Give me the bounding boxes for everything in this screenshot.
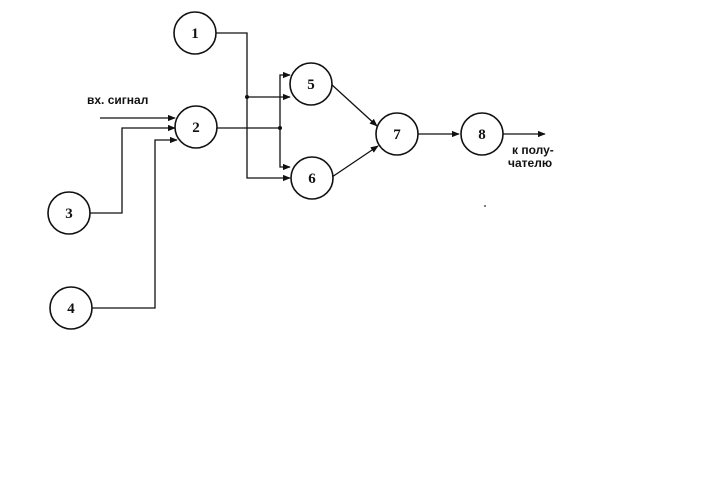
edge-5-to-7 [330, 83, 378, 127]
junction-dot [278, 126, 282, 130]
node-1-label: 1 [191, 26, 199, 42]
edge-3-to-2 [90, 124, 176, 214]
node-6: 6 [290, 156, 334, 200]
node-5: 5 [289, 62, 333, 106]
junctions [245, 95, 282, 130]
node-7-label: 7 [393, 127, 401, 143]
edge-1-to-5 [216, 32, 291, 101]
node-5-label: 5 [307, 77, 315, 93]
connections [90, 32, 546, 309]
node-4-label: 4 [67, 301, 75, 317]
node-8-label: 8 [478, 127, 486, 143]
output-label-line2: чателю [508, 156, 552, 170]
node-3: 3 [47, 191, 91, 235]
edge-4-to-2 [92, 136, 178, 309]
node-6-label: 6 [308, 171, 316, 187]
node-4: 4 [49, 286, 93, 330]
node-7: 7 [375, 112, 419, 156]
input-signal-label: вх. сигнал [87, 93, 148, 107]
edge-2-to-5 [217, 71, 291, 129]
edge-1-to-6 [246, 97, 291, 182]
output-label-line1: к полу- [512, 143, 554, 157]
node-2: 2 [174, 105, 218, 149]
edge-6-to-7 [331, 145, 379, 178]
edge-2-to-6 [279, 128, 291, 171]
node-2-label: 2 [192, 120, 200, 136]
node-1: 1 [173, 11, 217, 55]
node-3-label: 3 [65, 206, 73, 222]
scan-speck [484, 205, 486, 207]
node-8: 8 [460, 112, 504, 156]
junction-dot [245, 95, 249, 99]
